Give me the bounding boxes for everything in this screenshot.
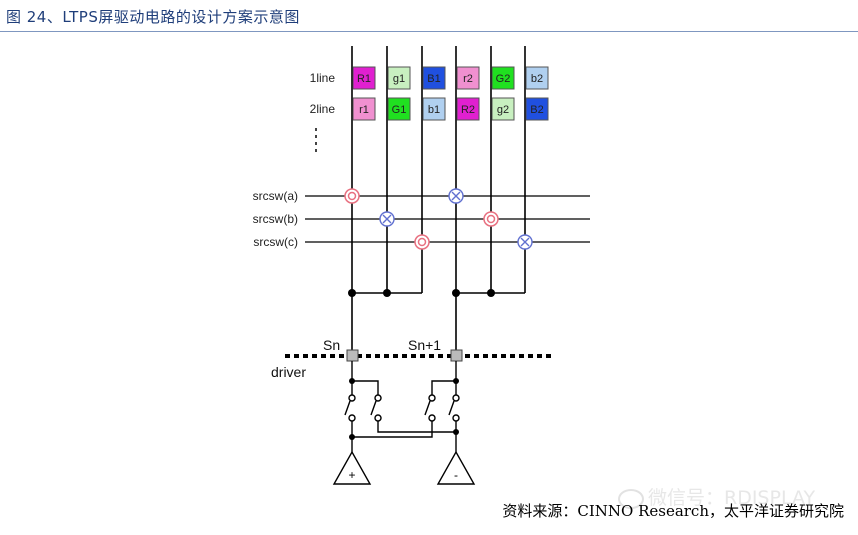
wechat-icon bbox=[618, 488, 644, 509]
junction-dot bbox=[487, 289, 495, 297]
pixel-cell-G2 bbox=[491, 66, 515, 90]
junction-dot bbox=[348, 289, 356, 297]
pixel-label-g1: g1 bbox=[393, 73, 405, 85]
switch-off-b1-x bbox=[382, 214, 392, 224]
pixel-cell-R1 bbox=[352, 66, 376, 90]
srcsw-b-label: srcsw(b) bbox=[253, 212, 298, 226]
switch-off-c2-x bbox=[520, 237, 530, 247]
data-lines bbox=[351, 46, 526, 350]
pixel-label-R2: R2 bbox=[461, 104, 475, 116]
amplifier-positive-sign: + bbox=[348, 468, 355, 482]
amplifier-negative bbox=[436, 450, 476, 485]
junction-dot bbox=[349, 378, 355, 384]
node-sn1 bbox=[450, 349, 463, 362]
driver-junction-dots bbox=[349, 378, 459, 440]
pixel-cell-b1 bbox=[422, 97, 446, 121]
junction-dot bbox=[349, 434, 355, 440]
pixel-label-b2: b2 bbox=[531, 73, 543, 85]
srcsw-c-label: srcsw(c) bbox=[253, 235, 298, 249]
switch-control-lines bbox=[305, 195, 590, 243]
pixel-label-B1: B1 bbox=[427, 73, 440, 85]
pixel-cell-B1 bbox=[422, 66, 446, 90]
pixel-label-g2: g2 bbox=[497, 104, 509, 116]
switch-off-a2-x bbox=[451, 191, 461, 201]
pixel-cell-g1 bbox=[387, 66, 411, 90]
switch-off-group bbox=[379, 188, 533, 250]
switch-on-b2-inner bbox=[486, 214, 496, 224]
switch-on-c1-inner bbox=[417, 237, 427, 247]
junction-dot bbox=[452, 289, 460, 297]
pixel-label-G1: G1 bbox=[392, 104, 407, 116]
wechat-watermark: 微信号：RDISPLAY bbox=[618, 483, 815, 510]
pixel-label-G2: G2 bbox=[496, 73, 511, 85]
node-sn bbox=[346, 349, 359, 362]
switch-on-group bbox=[344, 188, 499, 250]
driver-switch-network bbox=[344, 361, 460, 452]
pixel-cell-r2 bbox=[456, 66, 480, 90]
pixel-cell-g2 bbox=[491, 97, 515, 121]
junction-dot bbox=[383, 289, 391, 297]
pixel-row-1 bbox=[352, 66, 549, 90]
srcsw-a-label: srcsw(a) bbox=[253, 189, 298, 203]
amplifier-positive bbox=[332, 450, 372, 485]
pixel-cell-G1 bbox=[387, 97, 411, 121]
figure-title: 图 24、LTPS屏驱动电路的设计方案示意图 bbox=[6, 8, 300, 26]
pixel-cell-B2 bbox=[525, 97, 549, 121]
switch-on-a1-inner bbox=[347, 191, 357, 201]
pixel-cell-r1 bbox=[352, 97, 376, 121]
pixel-cell-R2 bbox=[456, 97, 480, 121]
pixel-label-r1: r1 bbox=[359, 104, 369, 116]
pixel-label-B2: B2 bbox=[530, 104, 543, 116]
pixel-row-2 bbox=[352, 97, 549, 121]
pixel-label-r2: r2 bbox=[463, 73, 473, 85]
vertical-ellipsis bbox=[315, 128, 317, 152]
node-sn1-label: Sn+1 bbox=[408, 337, 441, 353]
pixel-label-b1: b1 bbox=[428, 104, 440, 116]
pixel-cell-b2 bbox=[525, 66, 549, 90]
node-sn-label: Sn bbox=[323, 337, 340, 353]
row-label-2line: 2line bbox=[310, 102, 336, 116]
title-divider bbox=[0, 31, 858, 32]
pixel-label-R1: R1 bbox=[357, 73, 371, 85]
driver-label: driver bbox=[271, 364, 306, 380]
amplifier-negative-sign: - bbox=[454, 468, 458, 482]
junction-dot bbox=[453, 429, 459, 435]
junction-dots bbox=[348, 289, 495, 297]
junction-dot bbox=[453, 378, 459, 384]
source-note: 资料来源：CINNO Research，太平洋证券研究院 bbox=[502, 502, 844, 520]
row-label-1line: 1line bbox=[310, 71, 336, 85]
watermark-text: 微信号：RDISPLAY bbox=[648, 487, 816, 509]
